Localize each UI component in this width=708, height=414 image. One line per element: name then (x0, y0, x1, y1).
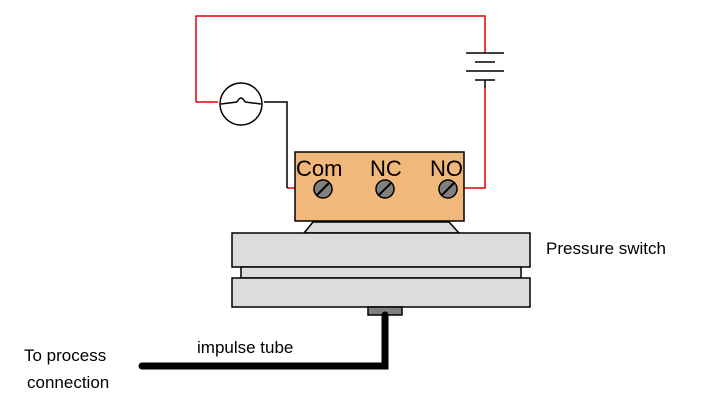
impulse-tube (138, 311, 389, 370)
terminal-label-nc: NC (370, 156, 402, 181)
lamp-icon (219, 82, 263, 126)
pressure-switch-label: Pressure switch (546, 239, 666, 258)
screw-terminal-no (438, 179, 458, 199)
impulse-tube-label: impulse tube (197, 338, 293, 357)
battery-icon (466, 52, 504, 88)
wire-battery-to-no (451, 88, 486, 189)
pressure-switch-body (231, 232, 531, 308)
terminal-label-com: Com (296, 156, 342, 181)
wire-top (195, 15, 486, 102)
switch-diaphragm (240, 266, 522, 279)
wire-lamp-right (264, 101, 288, 188)
screw-terminal-com (313, 179, 333, 199)
switch-neck (302, 221, 461, 234)
switch-top-plate (231, 232, 531, 268)
process-connection-label-line2: connection (27, 373, 109, 392)
switch-bottom-plate (231, 277, 531, 308)
screw-terminal-nc (375, 179, 395, 199)
terminal-label-no: NO (430, 156, 463, 181)
process-connection-label-line1: To process (24, 346, 106, 365)
